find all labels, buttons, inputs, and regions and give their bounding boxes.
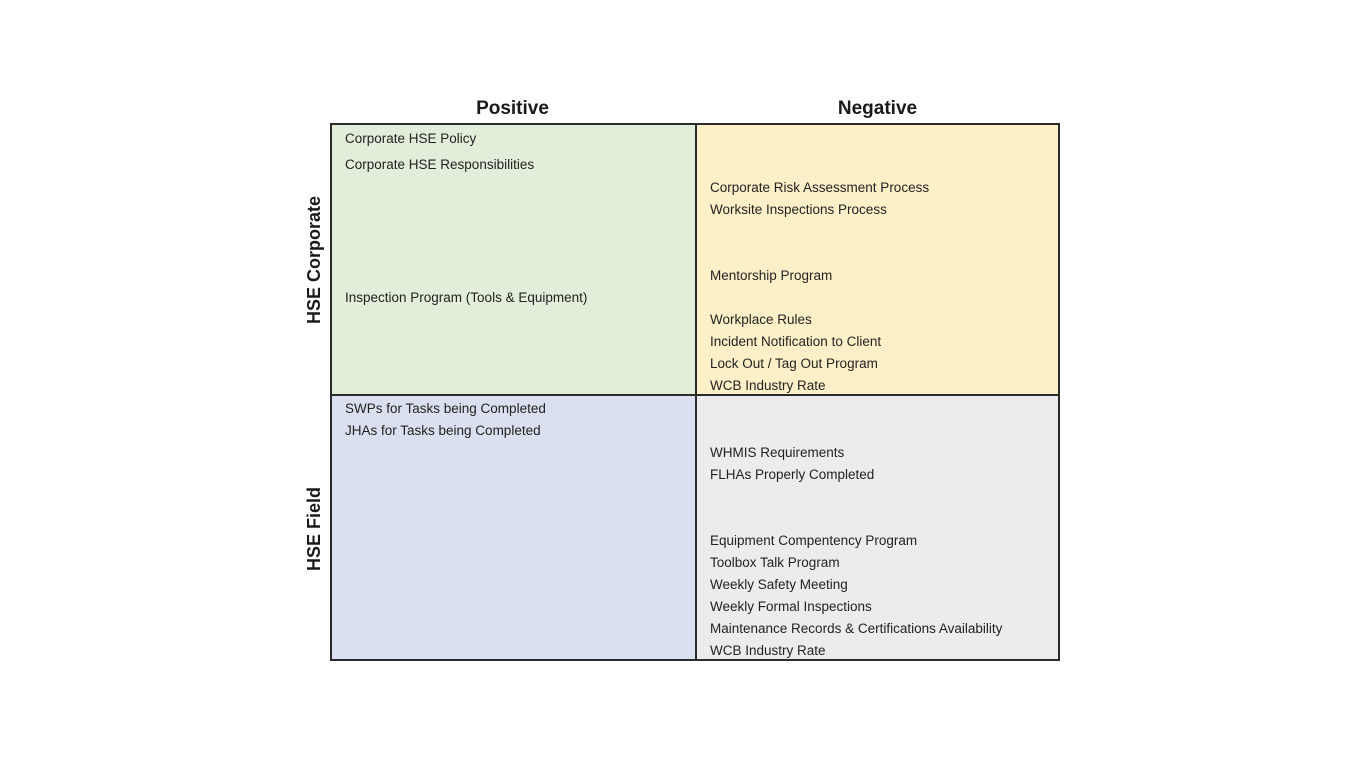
list-item: Mentorship Program <box>710 268 833 283</box>
list-item: FLHAs Properly Completed <box>710 467 875 482</box>
list-item: Corporate Risk Assessment Process <box>710 180 930 195</box>
list-item: Worksite Inspections Process <box>710 202 887 217</box>
list-item: Incident Notification to Client <box>710 334 882 349</box>
list-item: WHMIS Requirements <box>710 445 845 460</box>
list-item: WCB Industry Rate <box>710 643 826 658</box>
row-header-corporate: HSE Corporate <box>304 195 324 325</box>
list-item: WCB Industry Rate <box>710 378 826 393</box>
list-item: JHAs for Tasks being Completed <box>345 423 541 438</box>
list-item: SWPs for Tasks being Completed <box>345 401 546 416</box>
list-item: Corporate HSE Policy <box>345 131 477 146</box>
row-header-field: HSE Field <box>304 487 324 572</box>
column-header-negative: Negative <box>837 98 918 119</box>
list-item: Maintenance Records & Certifications Ava… <box>710 621 1003 636</box>
list-item: Weekly Safety Meeting <box>710 577 848 592</box>
quadrant-grid: Corporate HSE Policy Corporate HSE Respo… <box>330 123 1060 661</box>
list-item: Inspection Program (Tools & Equipment) <box>345 290 588 305</box>
quadrant-positive-corporate: Corporate HSE Policy Corporate HSE Respo… <box>332 125 697 396</box>
list-item: Toolbox Talk Program <box>710 555 840 570</box>
list-item: Workplace Rules <box>710 312 812 327</box>
list-item: Corporate HSE Responsibilities <box>345 157 535 172</box>
quadrant-negative-field: WHMIS Requirements FLHAs Properly Comple… <box>697 396 1058 659</box>
list-item: Equipment Compentency Program <box>710 533 918 548</box>
list-item: Weekly Formal Inspections <box>710 599 872 614</box>
column-header-positive: Positive <box>476 98 549 119</box>
quadrant-positive-field: SWPs for Tasks being Completed JHAs for … <box>332 396 697 659</box>
list-item: Lock Out / Tag Out Program <box>710 356 878 371</box>
quadrant-negative-corporate: Corporate Risk Assessment Process Worksi… <box>697 125 1058 396</box>
